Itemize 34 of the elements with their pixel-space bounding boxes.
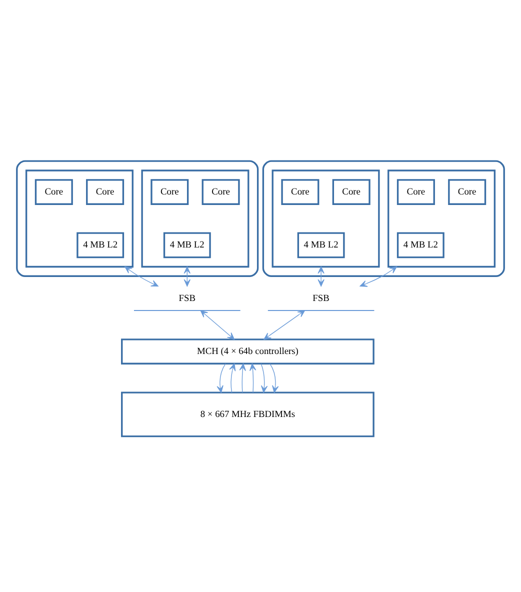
arrow (124, 266, 158, 287)
cluster (272, 170, 380, 268)
arrow (360, 266, 398, 287)
node-box: MCH (4 × 64b controllers) (121, 338, 374, 364)
node-box: Core (332, 179, 370, 205)
node-box: 8 × 667 MHz FBDIMMs (121, 392, 374, 438)
arrow (260, 363, 268, 393)
cluster (141, 170, 250, 268)
arrow (229, 363, 236, 393)
node-box: Core (202, 179, 240, 205)
node-text: FSB (178, 294, 196, 304)
node-box: Core (396, 179, 435, 205)
arrow (184, 266, 191, 287)
node-box: Core (150, 179, 189, 205)
node-box: 4 MB L2 (163, 232, 211, 258)
arrow (264, 310, 306, 340)
node-box: Core (448, 179, 486, 205)
arrow (239, 363, 246, 393)
node-box: Core (34, 179, 73, 205)
arrow (200, 310, 235, 340)
node-box: Core (86, 179, 124, 205)
node-text: FSB (312, 294, 330, 304)
node-box: 4 MB L2 (297, 232, 345, 258)
arrow (216, 363, 226, 393)
cluster (16, 160, 259, 277)
node-box: Core (281, 179, 320, 205)
node-box: 4 MB L2 (76, 232, 124, 258)
node-box: 4 MB L2 (396, 232, 444, 258)
arrow (270, 363, 279, 393)
cluster (25, 170, 134, 268)
arrow (249, 363, 256, 393)
arrow (318, 266, 324, 287)
cluster (388, 170, 496, 268)
cluster (262, 160, 505, 277)
